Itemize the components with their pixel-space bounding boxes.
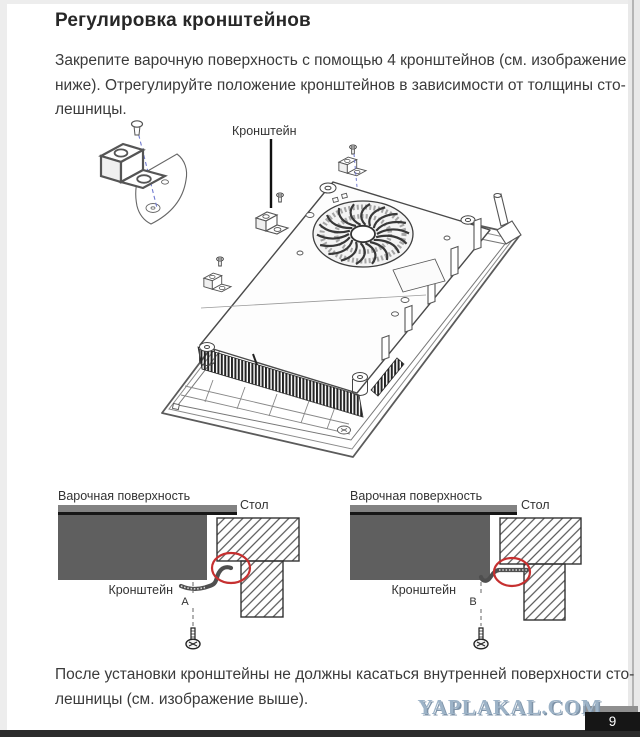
note-line-1: После установки кронштейны не должны кас… <box>55 666 635 683</box>
screw-icon <box>349 144 357 155</box>
page-number: 9 <box>608 714 617 729</box>
bracket-top <box>338 156 367 177</box>
sensor-rod <box>493 192 509 227</box>
glass-layer <box>58 505 237 512</box>
cooktop-body <box>199 181 491 394</box>
bracket-label: Кронштейн <box>108 583 173 597</box>
cross-section-a: Варочная поверхность Стол Кронштейн A <box>58 489 300 650</box>
table-label: Стол <box>521 498 550 512</box>
position-letter: B <box>469 596 476 608</box>
bracket-section <box>478 567 530 583</box>
intro-line-3: лешницы. <box>55 101 127 118</box>
cross-section-b: Варочная поверхность Стол Кронштейн B <box>350 489 582 650</box>
page-number-box: 9 <box>585 712 640 731</box>
bracket-callout-label: Кронштейн <box>232 124 297 138</box>
screw-icon <box>216 256 224 267</box>
glass-layer <box>350 505 517 512</box>
intro-line-1: Закрепите варочную поверхность с помощью… <box>55 52 627 69</box>
page-title: Регулировка кронштейнов <box>55 10 311 31</box>
intro-paragraph: Закрепите варочную поверхность с помощью… <box>55 49 626 123</box>
glass-edge-line <box>58 512 237 515</box>
watermark: YAPLAKAL.COM <box>417 695 602 719</box>
scan-border-left <box>0 0 7 737</box>
screw-icon <box>473 627 489 650</box>
main-figure-illustration: Кронштейн <box>99 120 522 458</box>
detail-screw-icon <box>130 120 144 136</box>
table-label: Стол <box>240 498 269 512</box>
screw-icon <box>185 627 201 650</box>
bracket-left-top <box>255 211 289 235</box>
bracket-left-bottom <box>203 272 232 293</box>
scan-border-right-line <box>632 0 634 737</box>
countertop-upper-block <box>499 517 582 565</box>
position-letter: A <box>181 596 189 608</box>
screw-icon <box>276 192 284 203</box>
body-detail-holes <box>171 192 451 435</box>
frame-support-ribs <box>180 379 351 435</box>
glass-edge-line <box>350 512 517 515</box>
fan-icon <box>312 200 414 268</box>
page-bottom-bar <box>0 730 640 737</box>
heatsink-fins-right <box>370 357 405 397</box>
cooktop-section-body <box>58 515 207 580</box>
note-paragraph: После установки кронштейны не должны кас… <box>55 663 634 712</box>
surface-label: Варочная поверхность <box>58 489 190 503</box>
highlight-circle <box>210 551 252 585</box>
countertop-lower-block <box>240 560 284 618</box>
intro-line-2: ниже). Отрегулируйте положение кронштейн… <box>55 76 626 94</box>
note-line-2: лешницы (см. изображение выше). <box>55 690 309 708</box>
mounting-bosses <box>199 182 476 396</box>
scan-border-right <box>628 0 640 737</box>
bracket-detail-view <box>99 120 188 225</box>
body-seam-line <box>200 294 427 309</box>
scan-border-top <box>0 0 640 4</box>
countertop-upper-block <box>216 517 300 562</box>
highlight-circle <box>492 556 532 588</box>
heatsink-fins <box>197 346 364 418</box>
bracket-label: Кронштейн <box>391 583 456 597</box>
surface-label: Варочная поверхность <box>350 489 482 503</box>
watermark-shadow-bar <box>583 706 638 713</box>
cooktop-section-body <box>350 515 490 580</box>
